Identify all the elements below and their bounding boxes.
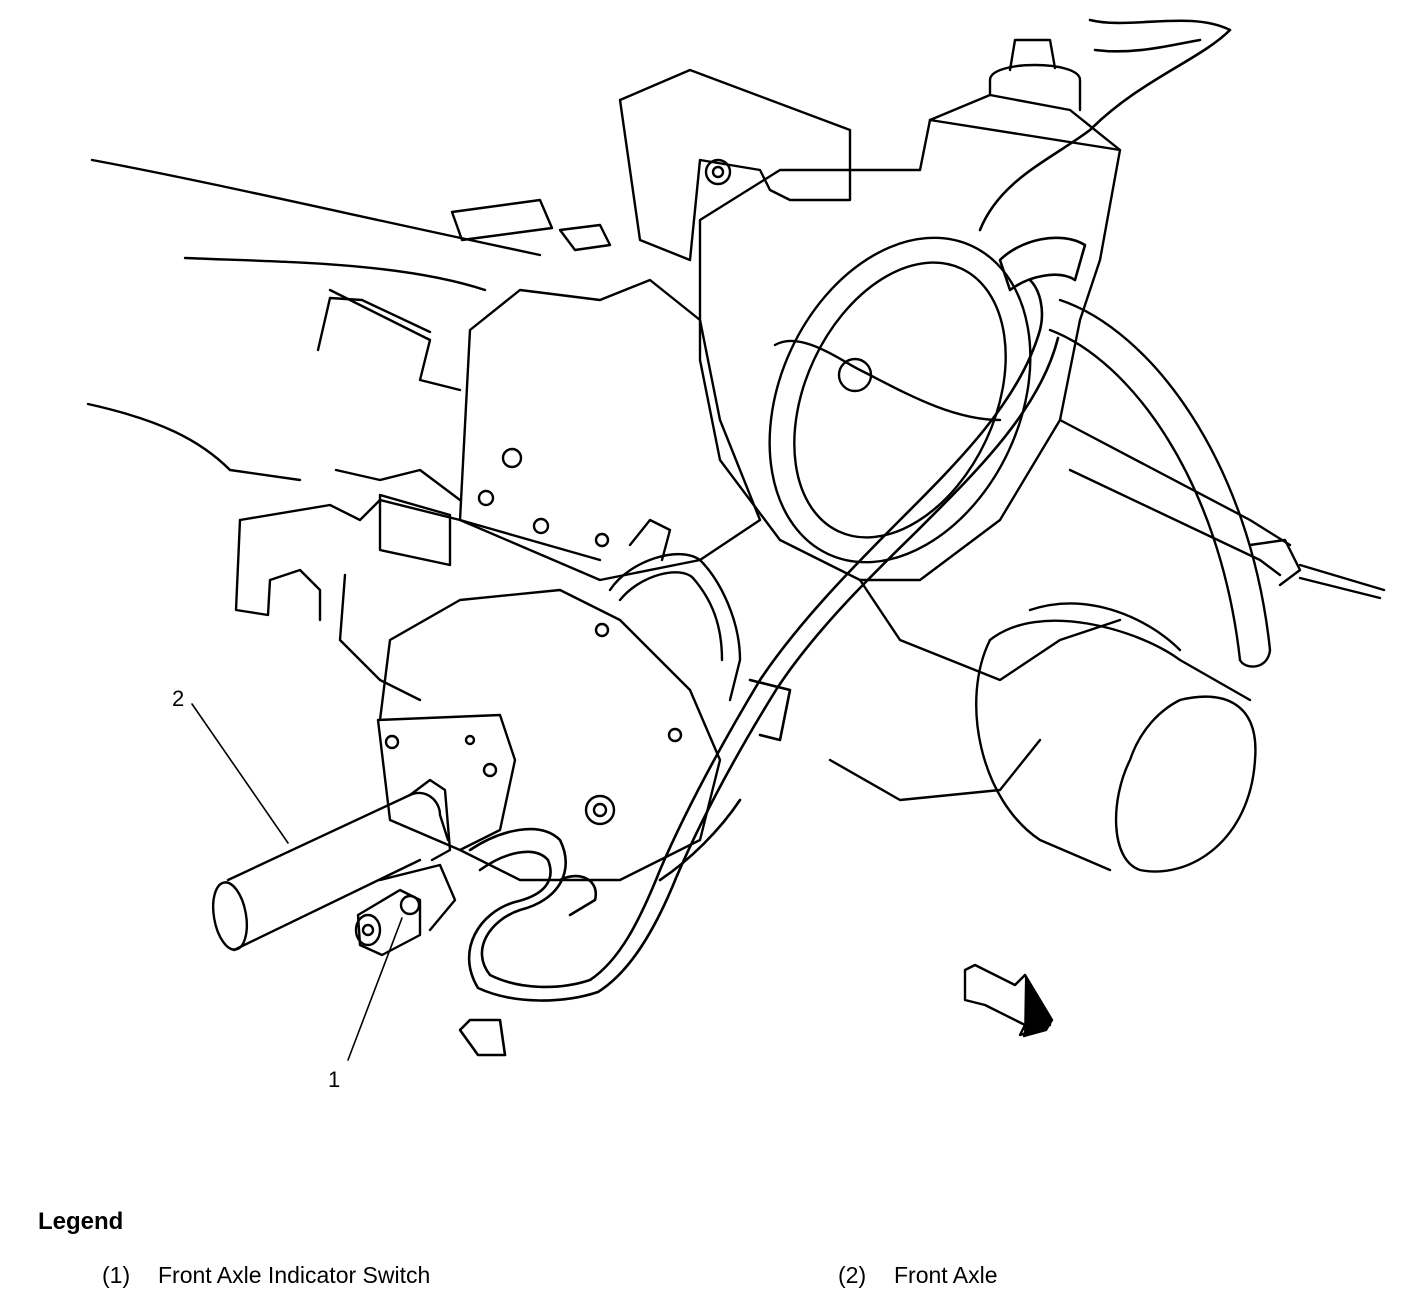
vent-hose	[610, 520, 740, 700]
legend-item-number: (2)	[838, 1262, 867, 1288]
legend-item-2: (2) Front Axle	[838, 1262, 998, 1289]
transfer-case	[378, 590, 720, 880]
legend-item-label: Front Axle Indicator Switch	[158, 1262, 431, 1288]
legend-title: Legend	[38, 1208, 124, 1235]
wiring-harness	[460, 20, 1230, 1055]
right-axle-joint	[976, 604, 1255, 872]
differential-housing	[700, 40, 1120, 800]
front-axle-tube	[208, 780, 450, 952]
indicator-switch	[356, 865, 455, 955]
legend-item-1: (1) Front Axle Indicator Switch	[102, 1262, 430, 1289]
view-direction-arrow-icon	[965, 965, 1052, 1036]
frame-rails	[88, 160, 610, 480]
callout-2-leader	[192, 704, 288, 843]
legend-item-number: (1)	[102, 1262, 131, 1288]
crossmember-bracket	[236, 470, 600, 700]
right-output-shaft	[1050, 300, 1384, 667]
callout-label-2: 2	[172, 686, 185, 711]
callout-label-1: 1	[328, 1067, 341, 1092]
callout-1-leader	[348, 918, 402, 1060]
front-axle-switch-illustration	[0, 0, 1408, 1180]
legend-item-label: Front Axle	[894, 1262, 998, 1288]
mount-plate	[460, 70, 850, 580]
legend: Legend (1) Front Axle Indicator Switch (2…	[38, 1208, 1378, 1288]
